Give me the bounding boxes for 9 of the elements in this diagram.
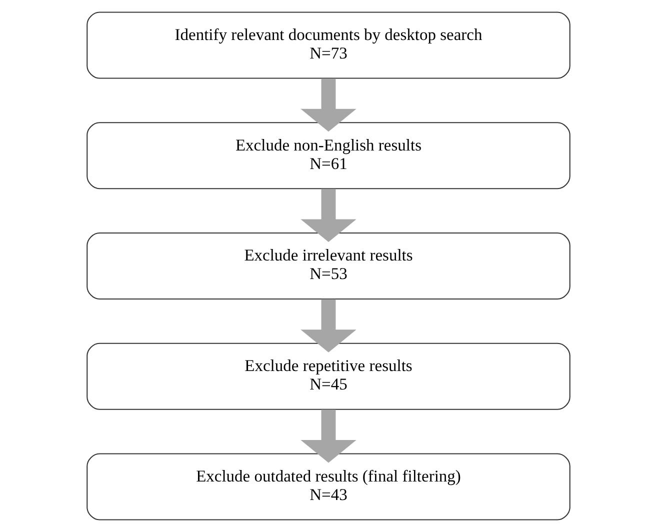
arrow [300,299,356,352]
arrow [300,78,356,132]
node-box: Exclude outdated results (final filtering) N=43 [86,453,570,520]
node-box: Exclude non-English results N=61 [86,122,570,190]
node-box: Exclude repetitive results N=45 [86,342,570,410]
node-box: Identify relevant documents by desktop search N=73 [86,12,570,79]
arrow [300,188,356,242]
arrow [300,410,356,463]
node-box: Exclude irrelevant results N=53 [86,232,570,300]
